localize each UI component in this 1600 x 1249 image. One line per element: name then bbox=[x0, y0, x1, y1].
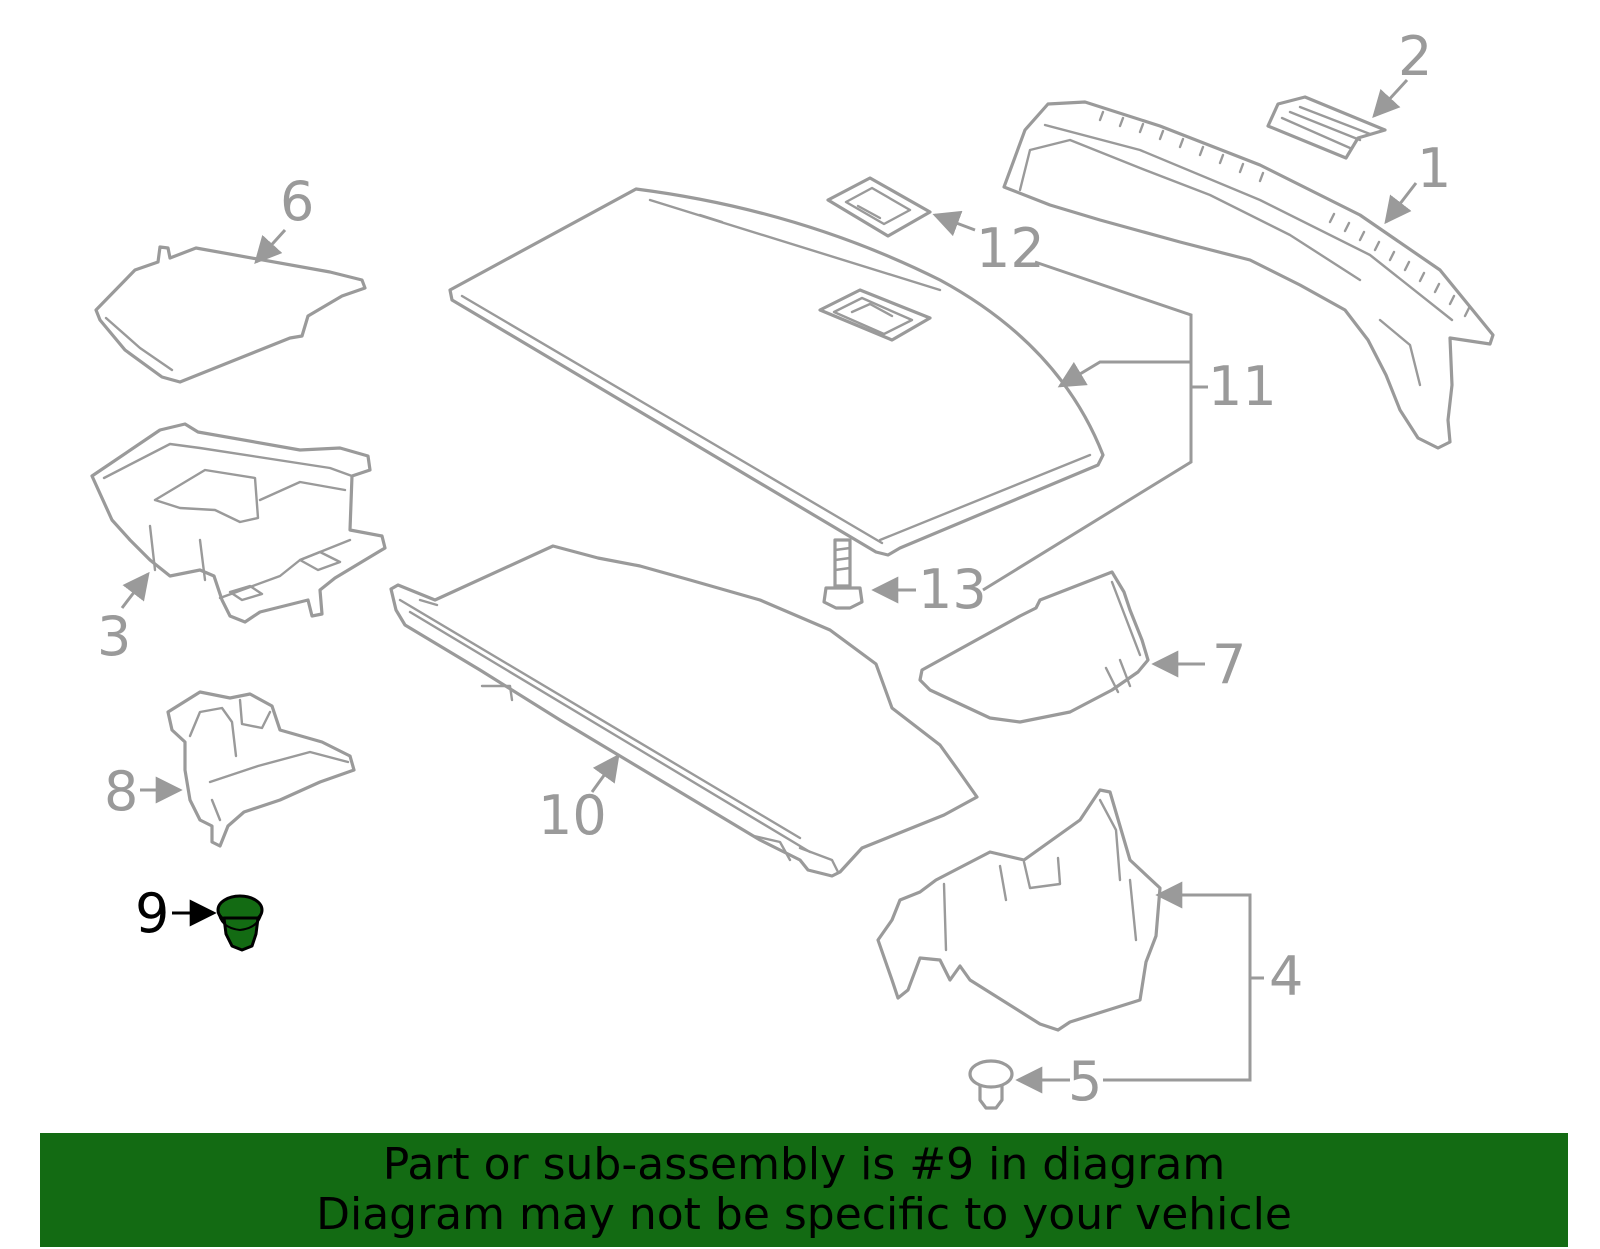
part-2-vent[interactable] bbox=[1266, 95, 1387, 160]
part-6-side-panel[interactable] bbox=[94, 245, 367, 384]
part-5-clip[interactable] bbox=[968, 1059, 1014, 1110]
banner-line-2: Diagram may not be specific to your vehi… bbox=[316, 1189, 1292, 1240]
callout-7: 7 bbox=[1212, 633, 1246, 696]
callout-12: 12 bbox=[976, 217, 1045, 280]
callout-8: 8 bbox=[104, 760, 138, 823]
callout-4: 4 bbox=[1269, 945, 1303, 1008]
leader-lines bbox=[120, 78, 1418, 1094]
callout-11: 11 bbox=[1208, 355, 1277, 418]
part-11-package-tray[interactable] bbox=[448, 187, 1105, 557]
callout-3: 3 bbox=[97, 605, 131, 668]
banner-line-1: Part or sub-assembly is #9 in diagram bbox=[382, 1139, 1226, 1190]
part-4-side-trim[interactable] bbox=[876, 788, 1162, 1032]
part-10-floor-board[interactable] bbox=[389, 544, 979, 878]
part-7-side-pad[interactable] bbox=[918, 570, 1150, 724]
callout-9: 9 bbox=[135, 882, 169, 945]
info-banner: Part or sub-assembly is #9 in diagram Di… bbox=[40, 1133, 1568, 1247]
callout-1: 1 bbox=[1417, 137, 1451, 200]
part-13-bolt[interactable] bbox=[822, 538, 864, 610]
callout-2: 2 bbox=[1398, 25, 1432, 88]
callout-5: 5 bbox=[1068, 1050, 1102, 1113]
callout-10: 10 bbox=[538, 784, 607, 847]
callout-13: 13 bbox=[918, 558, 987, 621]
callout-6: 6 bbox=[280, 170, 314, 233]
part-8-bracket[interactable] bbox=[166, 690, 356, 848]
part-3-storage-tray[interactable] bbox=[90, 422, 387, 624]
part-12-cover[interactable] bbox=[826, 176, 932, 238]
part-9-clip[interactable] bbox=[216, 894, 264, 952]
part-1-rear-panel[interactable] bbox=[1002, 100, 1495, 450]
